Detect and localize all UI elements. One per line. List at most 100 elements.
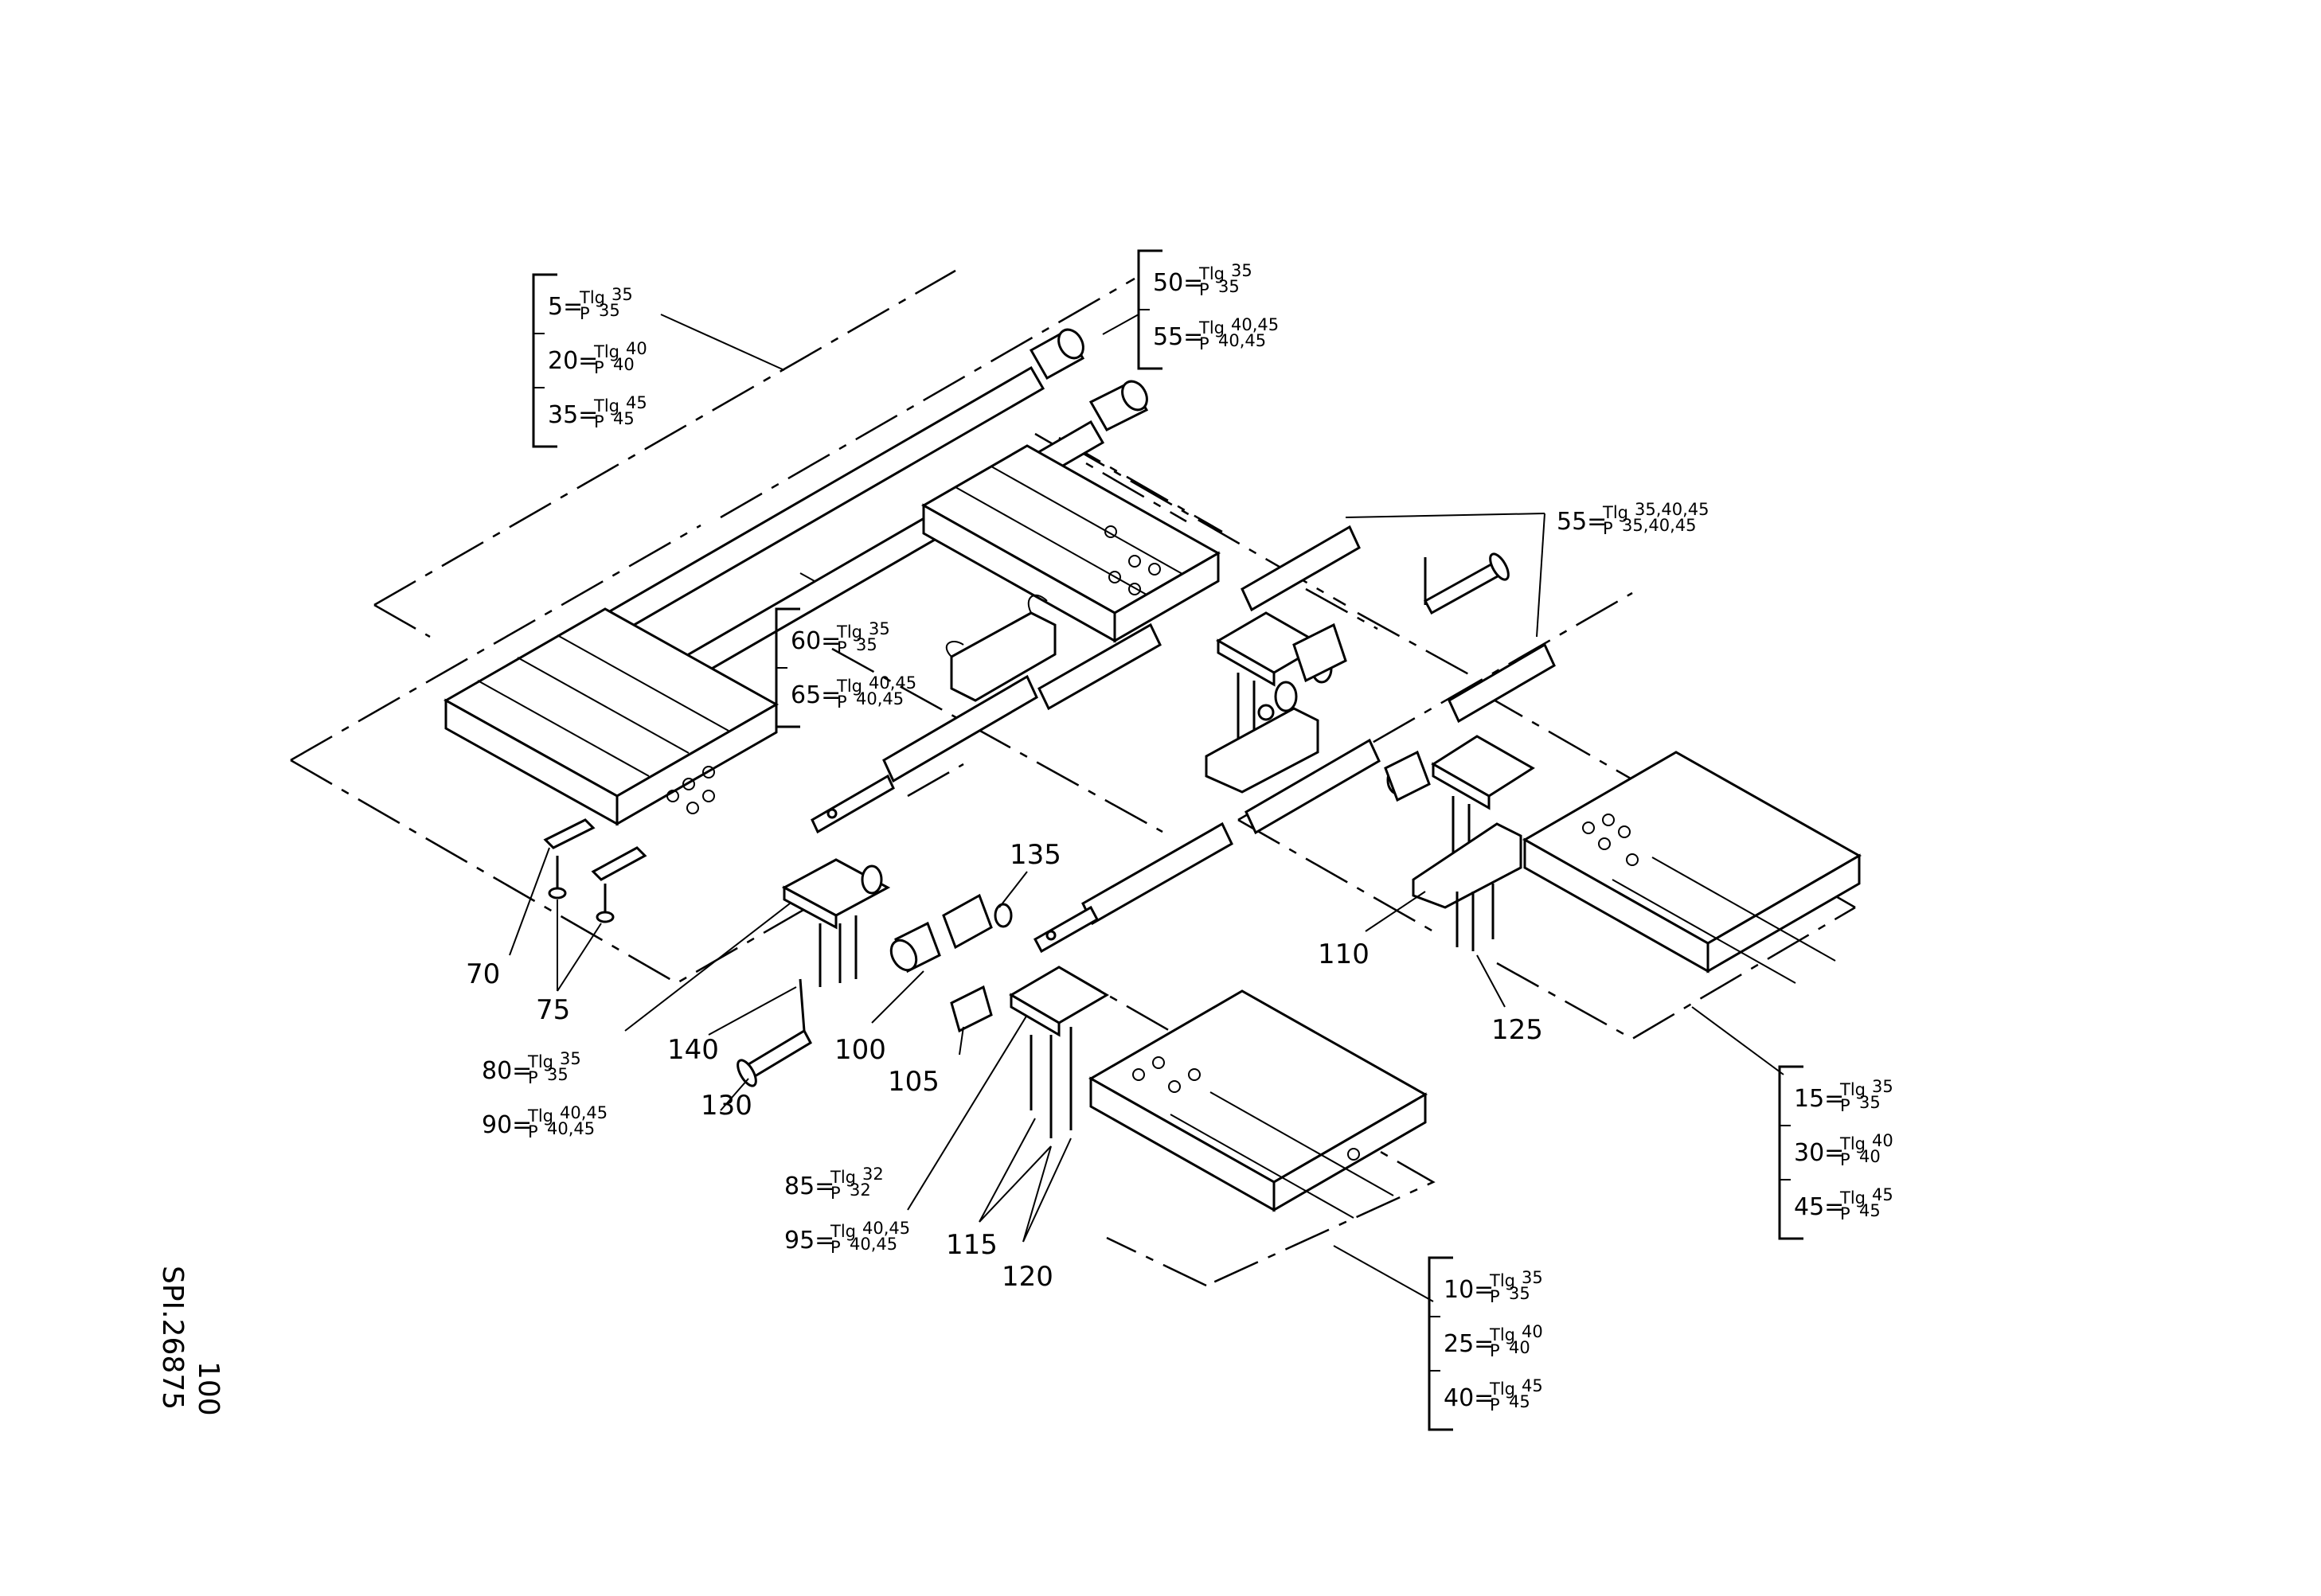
p-label: P (1840, 1204, 1850, 1223)
p-value: 40,45 (547, 1119, 595, 1138)
p-value: 40,45 (856, 689, 904, 708)
part-position-number: 40= (1444, 1384, 1494, 1412)
p-value: 35 (599, 301, 620, 320)
callout-140: 140 (667, 1034, 719, 1066)
tlg-label: Tlg (830, 1168, 856, 1187)
part-position-number: 95= (784, 1227, 834, 1255)
callout-115: 115 (946, 1229, 998, 1261)
tlg-label: Tlg (1489, 1271, 1515, 1290)
tlg-value: 40 (626, 339, 647, 358)
p-value: 35 (1218, 277, 1240, 296)
tlg-value: 40,45 (869, 673, 916, 693)
callout-75: 75 (536, 994, 570, 1026)
callout-110: 110 (1318, 938, 1370, 970)
tlg-label: Tlg (579, 288, 605, 307)
part-position-number: 35= (548, 401, 598, 429)
track-pad-upper-left (443, 607, 780, 826)
part-position-number: 80= (482, 1057, 532, 1085)
tlg-value: 40,45 (1231, 315, 1279, 334)
p-label: P (528, 1122, 538, 1141)
p-value: 40 (1859, 1147, 1881, 1166)
p-label: P (580, 304, 590, 323)
tlg-value: 45 (626, 393, 647, 412)
p-label: P (594, 358, 604, 377)
part-position-number: 10= (1444, 1276, 1494, 1304)
pin-upper (1423, 552, 1510, 615)
part-position-number: 45= (1794, 1193, 1844, 1221)
rod-lower (1033, 642, 1556, 954)
track-pad-lower-center (1088, 989, 1428, 1219)
tlg-label: Tlg (1198, 318, 1225, 338)
part-position-number: 25= (1444, 1330, 1494, 1358)
drawing-id-block: SPI.26875 100 (156, 1266, 225, 1416)
part-position-number: 90= (482, 1111, 532, 1139)
part-position-number: 15= (1794, 1085, 1844, 1113)
tlg-label: Tlg (527, 1052, 553, 1071)
callout-105: 105 (888, 1066, 940, 1098)
tlg-value: 35 (1231, 261, 1252, 280)
p-label: P (830, 1184, 841, 1203)
p-label: P (1603, 519, 1613, 538)
tlg-value: 35 (869, 619, 890, 638)
tlg-value: 35 (560, 1049, 581, 1068)
p-value: 32 (850, 1180, 871, 1200)
part-position-number: 85= (784, 1173, 834, 1200)
tlg-label: Tlg (1489, 1325, 1515, 1344)
p-value: 35,40,45 (1622, 516, 1697, 535)
p-value: 40 (1509, 1338, 1530, 1357)
tlg-label: Tlg (593, 396, 619, 416)
clamp-plates-70-75 (543, 818, 647, 923)
p-value: 45 (1509, 1392, 1530, 1411)
group-bracket (1778, 1065, 1803, 1240)
tlg-value: 45 (1522, 1376, 1543, 1395)
p-label: P (1199, 280, 1209, 299)
p-label: P (837, 638, 847, 658)
tlg-label: Tlg (830, 1222, 856, 1241)
callout-120: 120 (1002, 1261, 1053, 1293)
tlg-label: Tlg (1839, 1080, 1866, 1099)
drawing-code: SPI.26875 (156, 1266, 189, 1410)
pin-130 (737, 978, 812, 1087)
p-value: 35 (547, 1065, 569, 1084)
callout-135: 135 (1010, 839, 1061, 871)
tlg-value: 40 (1872, 1131, 1893, 1150)
p-label: P (594, 412, 604, 431)
rod-middle (811, 525, 1361, 834)
tlg-value: 35 (1872, 1077, 1893, 1096)
group-leaders (624, 314, 1784, 1302)
p-label: P (1199, 334, 1209, 353)
p-value: 40,45 (1218, 331, 1266, 350)
tlg-value: 45 (1872, 1185, 1893, 1204)
tlg-value: 35 (1522, 1268, 1543, 1287)
p-label: P (1490, 1341, 1500, 1360)
p-value: 40 (613, 355, 635, 374)
plate-center (1009, 966, 1109, 1138)
callout-100: 100 (834, 1034, 886, 1066)
p-label: P (1840, 1150, 1850, 1169)
tlg-label: Tlg (1839, 1188, 1866, 1208)
part-position-number: 55= (1153, 323, 1203, 351)
p-label: P (1840, 1096, 1850, 1115)
tlg-value: 40 (1522, 1322, 1543, 1341)
p-value: 45 (613, 409, 635, 428)
tlg-value: 35 (612, 285, 633, 304)
part-position-number: 60= (791, 627, 841, 655)
callouts: 70 75 100 105 110 115 120 125 130 135 14… (466, 839, 1543, 1293)
callout-70: 70 (466, 958, 500, 990)
